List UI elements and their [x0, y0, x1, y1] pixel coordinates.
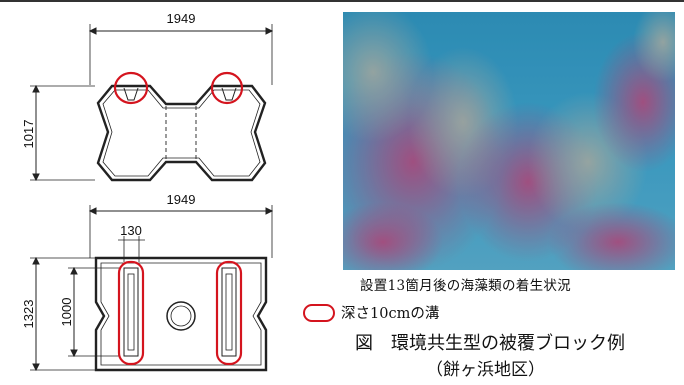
- figure-subtitle: （餅ヶ浜地区）: [426, 360, 545, 380]
- inner-height-label: 1000: [59, 298, 74, 327]
- block-drawings: 1949 1017 1949 130 1323: [21, 11, 274, 372]
- groove-highlight-right-top: [210, 71, 244, 105]
- groove-width-label: 130: [120, 223, 142, 238]
- groove-highlight-left-side: [117, 260, 145, 366]
- top-view-drawing: [30, 24, 274, 182]
- side-width-label: 1949: [167, 192, 196, 207]
- groove-highlight-left-top: [113, 71, 149, 105]
- side-view-drawing: [30, 205, 274, 372]
- photo-caption: 設置13箇月後の海藻類の着生状況: [360, 278, 571, 294]
- legend-label: 深さ10cmの溝: [341, 306, 440, 322]
- top-width-label: 1949: [167, 11, 196, 26]
- groove-highlight-right-side: [215, 260, 243, 366]
- top-height-label: 1017: [21, 120, 36, 149]
- seaweed-photo: [343, 12, 675, 270]
- groove-legend-mark: [303, 303, 335, 322]
- legend: 深さ10cmの溝: [303, 302, 439, 323]
- top-rule: [0, 0, 684, 2]
- figure-title: 図 環境共生型の被覆ブロック例: [355, 333, 625, 354]
- side-height-label: 1323: [21, 300, 36, 329]
